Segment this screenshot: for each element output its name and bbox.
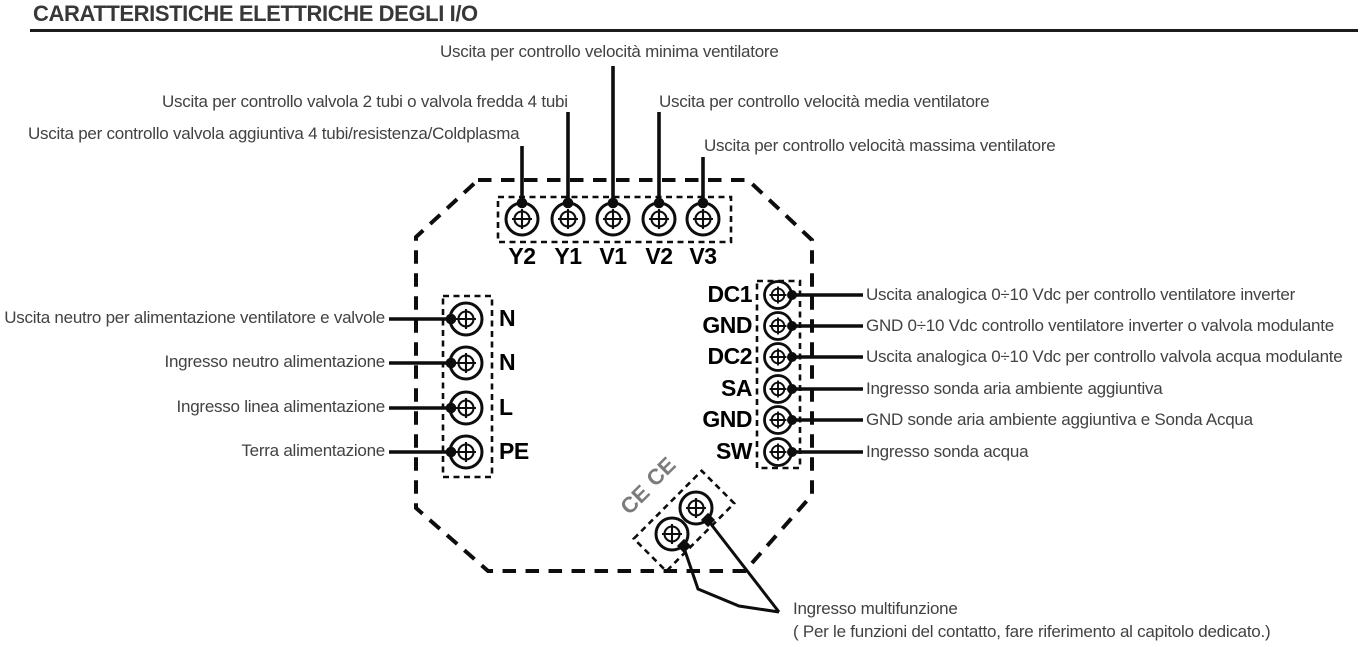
multifunction-note: Ingresso multifunzione ( Per le funzioni… <box>793 597 1271 643</box>
annotation-gnd2: GND sonde aria ambiente aggiuntiva e Son… <box>866 410 1253 429</box>
terminal-label-v2: V2 <box>645 243 673 269</box>
multifunction-note-line2: ( Per le funzioni del contatto, fare rif… <box>793 622 1271 641</box>
ce-terminal-block-box <box>631 468 737 574</box>
terminal-label-dc1: DC1 <box>707 281 752 307</box>
annotation-dc2: Uscita analogica 0÷10 Vdc per controllo … <box>866 347 1343 366</box>
multifunction-pointer <box>681 518 781 614</box>
annotation-pe: Terra alimentazione <box>241 441 385 460</box>
annotation-l: Ingresso linea alimentazione <box>176 397 386 416</box>
terminal-label-y1: Y1 <box>554 243 582 269</box>
terminal-label-dc2: DC2 <box>707 343 752 369</box>
multifunction-note-line1: Ingresso multifunzione <box>793 599 958 618</box>
terminal-label-sw: SW <box>715 438 753 464</box>
top-annotation-wires <box>520 66 705 204</box>
annotation-dc1: Uscita analogica 0÷10 Vdc per controllo … <box>866 285 1296 304</box>
annotation-n-in: Ingresso neutro alimentazione <box>164 352 386 371</box>
annotation-y2-extra-valve: Uscita per controllo valvola aggiuntiva … <box>28 124 520 143</box>
right-annotation-wires <box>792 293 863 454</box>
title-rule <box>30 29 1358 32</box>
terminal-label-n-out: N <box>499 305 516 331</box>
left-terminal-screws <box>448 301 484 470</box>
terminal-label-n-in: N <box>499 349 516 375</box>
annotation-v1-min-speed: Uscita per controllo velocità minima ven… <box>440 42 779 61</box>
right-terminal-screws <box>763 280 793 467</box>
device-outline <box>414 178 814 573</box>
annotation-n-out: Uscita neutro per alimentazione ventilat… <box>4 308 385 327</box>
annotation-sw: Ingresso sonda acqua <box>866 442 1029 461</box>
connection-dots <box>445 197 797 554</box>
terminal-label-v1: V1 <box>599 243 627 269</box>
terminal-label-l: L <box>499 394 513 420</box>
left-annotation-wires <box>389 317 452 454</box>
terminal-label-pe: PE <box>499 438 529 464</box>
annotation-v3-max-speed: Uscita per controllo velocità massima ve… <box>704 136 1056 155</box>
left-terminal-block-box <box>441 294 494 479</box>
terminal-label-gnd2: GND <box>702 406 752 432</box>
annotation-y1-valve: Uscita per controllo valvola 2 tubi o va… <box>162 92 568 111</box>
annotation-sa: Ingresso sonda aria ambiente aggiuntiva <box>866 379 1163 398</box>
terminal-label-gnd1: GND <box>702 312 752 338</box>
terminal-label-y2: Y2 <box>508 243 536 269</box>
annotation-v2-mid-speed: Uscita per controllo velocità media vent… <box>659 92 990 111</box>
page-title: CARATTERISTICHE ELETTRICHE DEGLI I/O <box>33 1 478 26</box>
terminal-label-v3: V3 <box>689 243 717 269</box>
annotation-gnd1: GND 0÷10 Vdc controllo ventilatore inver… <box>866 316 1334 335</box>
terminal-label-sa: SA <box>721 375 752 401</box>
